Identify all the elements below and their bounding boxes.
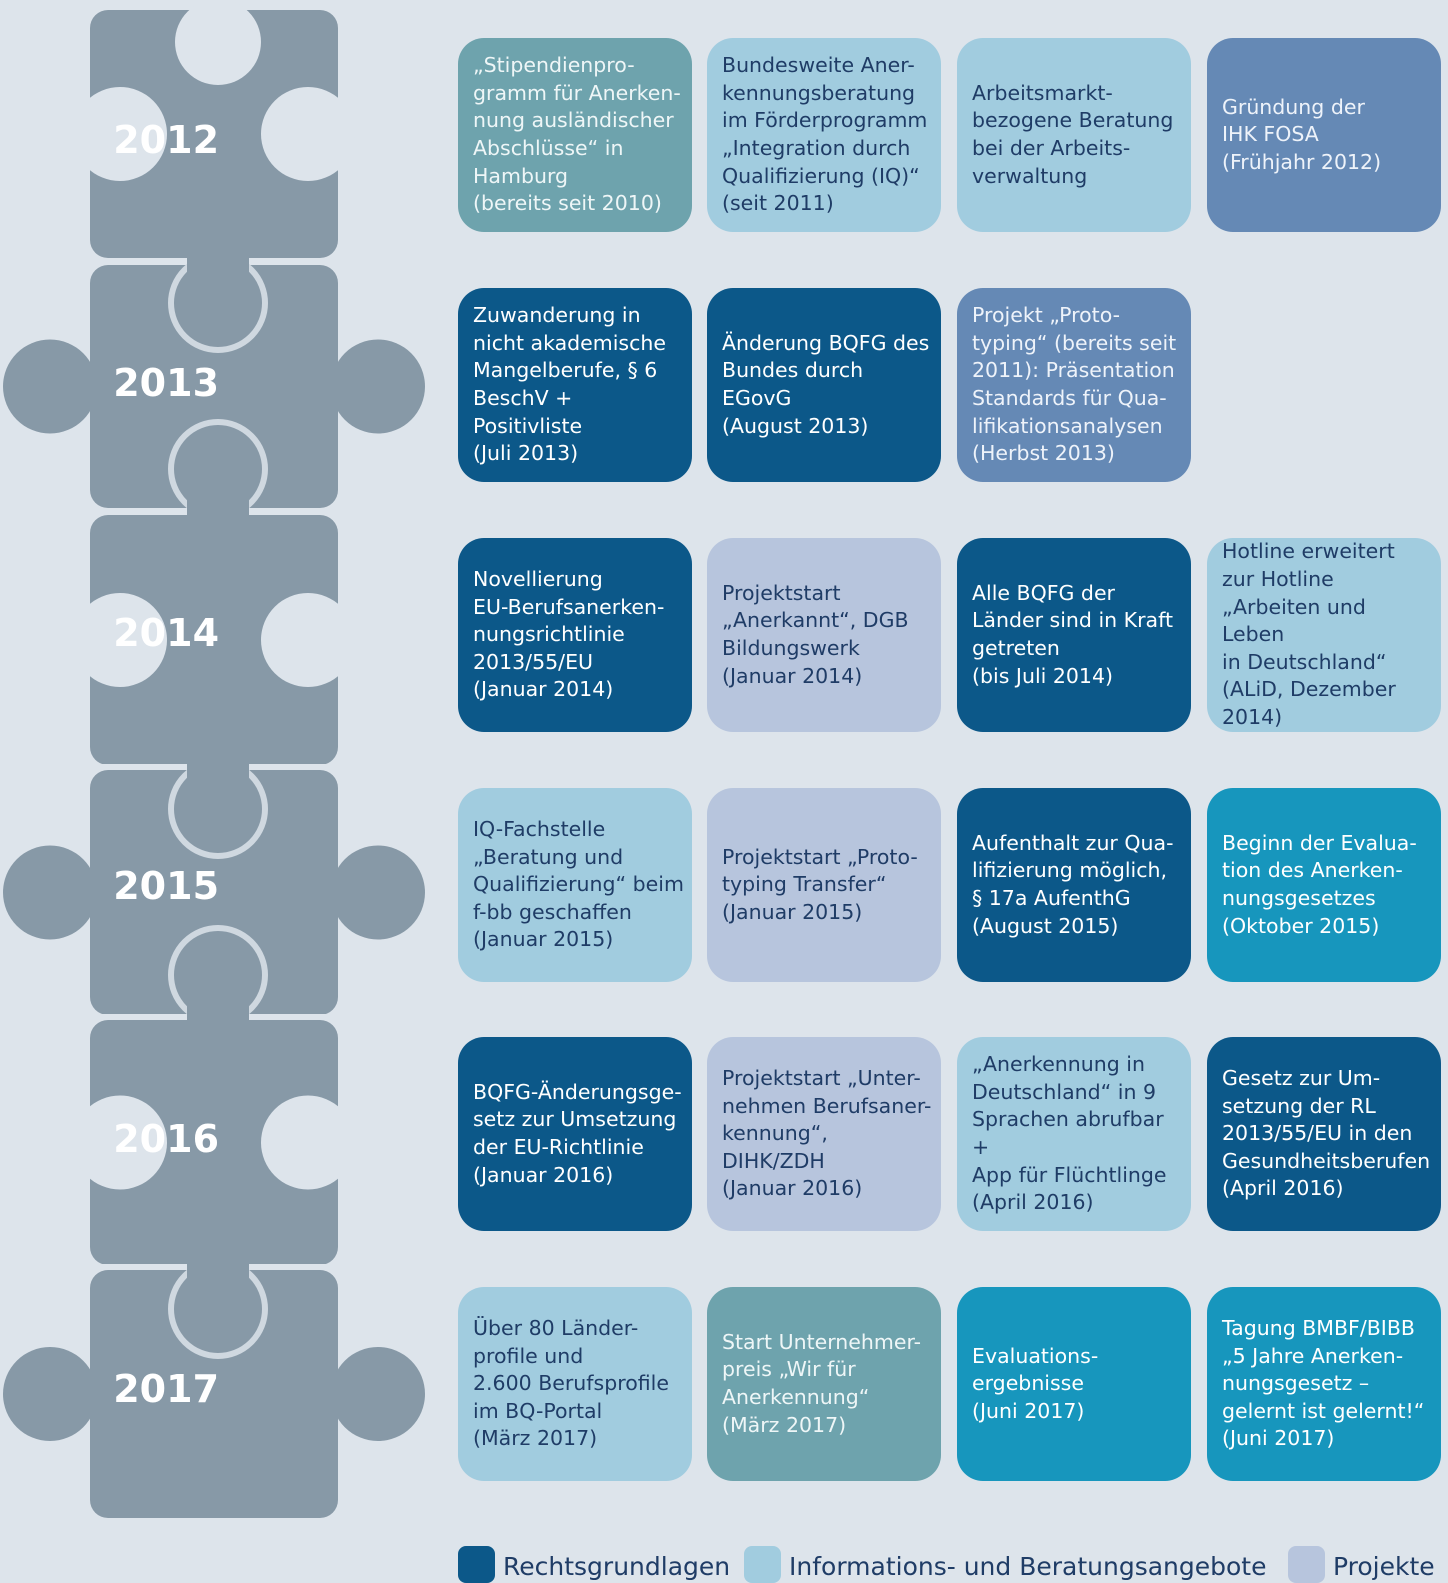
event-card-2015-4: Beginn der Evalua- tion des Anerken- nun…	[1207, 788, 1441, 982]
legend-item-projekte: Projekte	[1288, 1546, 1435, 1583]
event-card-text: Arbeitsmarkt- bezogene Beratung bei der …	[972, 80, 1174, 188]
event-card-text: Gesetz zur Um- setzung der RL 2013/55/EU…	[1222, 1066, 1431, 1201]
event-card-2016-3: „Anerkennung in Deutschland“ in 9 Sprach…	[957, 1037, 1191, 1231]
event-card-text: Novellierung EU-Berufsanerken- nungsrich…	[473, 567, 665, 702]
event-card-2012-3: Arbeitsmarkt- bezogene Beratung bei der …	[957, 38, 1191, 232]
event-card-2013-2: Änderung BQFG des Bundes durch EGovG (Au…	[707, 288, 941, 482]
legend-swatch-rechtsgrundlagen	[458, 1546, 495, 1583]
event-card-text: Aufenthalt zur Qua- lifizierung möglich,…	[972, 830, 1174, 938]
event-card-text: Alle BQFG der Länder sind in Kraft getre…	[972, 580, 1173, 688]
event-card-2016-2: Projektstart „Unter- nehmen Berufsaner- …	[707, 1037, 941, 1231]
event-card-text: Tagung BMBF/BIBB „5 Jahre Anerken- nungs…	[1222, 1316, 1425, 1451]
puzzle-piece-2015	[3, 770, 425, 1015]
event-card-2014-3: Alle BQFG der Länder sind in Kraft getre…	[957, 538, 1191, 732]
puzzle-top-notch	[175, 0, 261, 85]
event-card-2013-3: Projekt „Proto- typing“ (bereits seit 20…	[957, 288, 1191, 482]
puzzle-piece-2017	[3, 1270, 425, 1518]
legend-swatch-informationsangebote	[744, 1546, 781, 1583]
legend-swatch-projekte	[1288, 1546, 1325, 1583]
event-card-2016-1: BQFG-Änderungsge- setz zur Umsetzung der…	[458, 1037, 692, 1231]
event-card-text: Gründung der IHK FOSA (Frühjahr 2012)	[1222, 94, 1382, 174]
event-card-text: Projekt „Proto- typing“ (bereits seit 20…	[972, 303, 1177, 466]
puzzle-piece-2013	[3, 265, 425, 508]
event-card-2016-4: Gesetz zur Um- setzung der RL 2013/55/EU…	[1207, 1037, 1441, 1231]
event-card-2014-4: Hotline erweitert zur Hotline „Arbeiten …	[1207, 538, 1441, 732]
year-text: 2014	[113, 611, 220, 655]
event-card-2015-2: Projektstart „Proto- typing Transfer“ (J…	[707, 788, 941, 982]
event-card-text: Evaluations- ergebnisse (Juni 2017)	[972, 1343, 1099, 1423]
puzzle-timeline	[3, 0, 425, 1518]
event-card-2015-1: IQ-Fachstelle „Beratung und Qualifizieru…	[458, 788, 692, 982]
event-card-text: BQFG-Änderungsge- setz zur Umsetzung der…	[473, 1079, 682, 1187]
event-card-text: Projektstart „Proto- typing Transfer“ (J…	[722, 844, 918, 924]
event-card-2013-1: Zuwanderung in nicht akademische Mangelb…	[458, 288, 692, 482]
event-card-text: IQ-Fachstelle „Beratung und Qualifizieru…	[473, 817, 684, 952]
event-card-2014-2: Projektstart „Anerkannt“, DGB Bildungswe…	[707, 538, 941, 732]
event-card-text: Projektstart „Unter- nehmen Berufsaner- …	[722, 1066, 932, 1201]
puzzle-piece-2014	[73, 515, 355, 765]
puzzle-piece-2016	[73, 1020, 355, 1265]
event-card-text: Über 80 Länder- profile und 2.600 Berufs…	[473, 1316, 669, 1451]
event-card-text: Bundesweite Aner- kennungsberatung im Fö…	[722, 53, 928, 216]
event-card-text: Beginn der Evalua- tion des Anerken- nun…	[1222, 830, 1417, 938]
legend-label-rechtsgrundlagen: Rechtsgrundlagen	[503, 1552, 731, 1581]
event-card-text: „Stipendienpro- gramm für Anerken- nung …	[473, 53, 681, 216]
event-card-text: Zuwanderung in nicht akademische Mangelb…	[473, 303, 666, 466]
event-card-2012-1: „Stipendienpro- gramm für Anerken- nung …	[458, 38, 692, 232]
event-card-2015-3: Aufenthalt zur Qua- lifizierung möglich,…	[957, 788, 1191, 982]
event-card-text: „Anerkennung in Deutschland“ in 9 Sprach…	[972, 1052, 1167, 1215]
year-text: 2012	[113, 118, 220, 162]
event-card-2017-4: Tagung BMBF/BIBB „5 Jahre Anerken- nungs…	[1207, 1287, 1441, 1481]
event-card-2017-2: Start Unternehmer- preis „Wir für Anerke…	[707, 1287, 941, 1481]
event-card-2017-3: Evaluations- ergebnisse (Juni 2017)	[957, 1287, 1191, 1481]
legend-item-rechtsgrundlagen: Rechtsgrundlagen	[458, 1546, 730, 1583]
legend-item-informationsangebote: Informations- und Beratungsangebote	[744, 1546, 1267, 1583]
event-card-text: Änderung BQFG des Bundes durch EGovG (Au…	[722, 330, 930, 438]
event-card-2014-1: Novellierung EU-Berufsanerken- nungsrich…	[458, 538, 692, 732]
legend-label-informationsangebote: Informations- und Beratungsangebote	[789, 1552, 1267, 1581]
year-text: 2015	[113, 864, 220, 908]
event-card-text: Hotline erweitert zur Hotline „Arbeiten …	[1222, 539, 1396, 729]
event-card-2012-2: Bundesweite Aner- kennungsberatung im Fö…	[707, 38, 941, 232]
legend-label-projekte: Projekte	[1333, 1552, 1435, 1581]
year-text: 2017	[113, 1367, 220, 1411]
event-card-text: Start Unternehmer- preis „Wir für Anerke…	[722, 1329, 922, 1437]
year-text: 2013	[113, 361, 220, 405]
puzzle-piece-2012	[73, 10, 355, 258]
year-text: 2016	[113, 1117, 220, 1161]
event-card-2017-1: Über 80 Länder- profile und 2.600 Berufs…	[458, 1287, 692, 1481]
event-card-2012-4: Gründung der IHK FOSA (Frühjahr 2012)	[1207, 38, 1441, 232]
event-card-text: Projektstart „Anerkannt“, DGB Bildungswe…	[722, 580, 909, 688]
